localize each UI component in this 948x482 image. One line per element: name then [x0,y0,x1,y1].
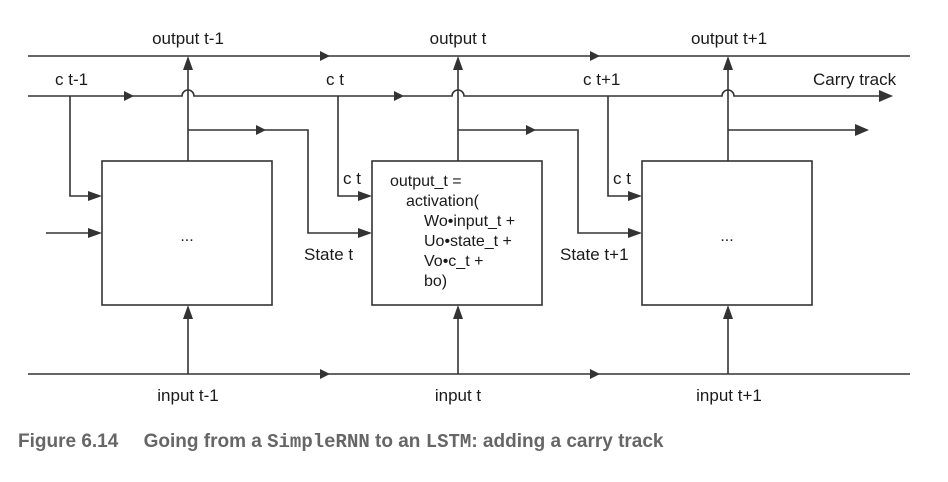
input-arrow-next [723,305,733,319]
output-cur-label: output t [430,29,487,48]
formula-line-6: bo) [424,273,447,290]
formula-line-5: Vo•c_t + [424,253,483,270]
figure-caption: Figure 6.14 Going from a SimpleRNN to an… [18,431,664,453]
formula-line-4: Uo•state_t + [424,233,512,250]
carry-branch-next [607,96,630,197]
state-out-next-arrow [855,124,869,136]
carry-branch-next-arrow [628,191,642,201]
output-prev-label: output t-1 [152,29,224,48]
input-cur-label: input t [435,386,482,405]
formula-line-2: activation( [406,193,480,210]
carry-track-arrow-2 [394,91,404,101]
figure-number: Figure 6.14 [18,431,119,452]
caption-code-simplernn: SimpleRNN [267,431,370,453]
output-arrow-next [723,56,733,70]
state-next-label: State t+1 [560,245,629,264]
formula-line-3: Wo•input_t + [424,213,515,230]
state-path-next [458,129,630,234]
input-arrow-prev [183,305,193,319]
state-path-cur [188,129,360,234]
output-arrow-cur [453,56,463,70]
input-prev-label: input t-1 [157,386,218,405]
output-line-arrow-2 [590,51,600,61]
caption-code-lstm: LSTM [425,431,472,453]
input-line-arrow-1 [320,369,330,379]
carry-track-label: Carry track [813,70,897,89]
state-path-next-arrow [628,228,642,238]
output-arrow-prev [183,56,193,70]
caption-text-b: to an [375,431,421,452]
caption-text-a: Going from a [143,431,262,452]
c-cur-label: c t [326,70,344,89]
state-path-next-mid-arrow [526,125,536,135]
formula-line-1: output_t = [390,173,462,190]
state-input-prev-arrow [88,228,102,238]
lstm-carry-diagram: output t-1 output t output t+1 c t-1 c t… [28,29,910,405]
cell-next-ellipsis: ... [720,228,733,245]
cell-box-cur [371,160,543,306]
carry-branch-prev [69,96,90,197]
c-in-next-label: c t [613,169,631,188]
carry-track-line [28,89,880,97]
carry-branch-cur-arrow [358,191,372,201]
c-in-cur-label: c t [343,169,361,188]
state-path-cur-mid-arrow [256,125,266,135]
carry-branch-prev-arrow [88,191,102,201]
caption-text-c: : adding a carry track [471,431,664,452]
state-t-label: State t [304,245,353,264]
input-next-label: input t+1 [696,386,762,405]
input-line-arrow-2 [590,369,600,379]
carry-track-arrow-end [879,90,893,102]
cell-prev-ellipsis: ... [180,228,193,245]
output-line-arrow-1 [320,51,330,61]
c-next-label: c t+1 [583,70,620,89]
output-next-label: output t+1 [691,29,767,48]
input-arrow-cur [453,305,463,319]
carry-branch-cur [337,96,360,197]
carry-track-arrow-1 [124,91,134,101]
c-prev-label: c t-1 [55,70,88,89]
state-path-cur-arrow [358,228,372,238]
